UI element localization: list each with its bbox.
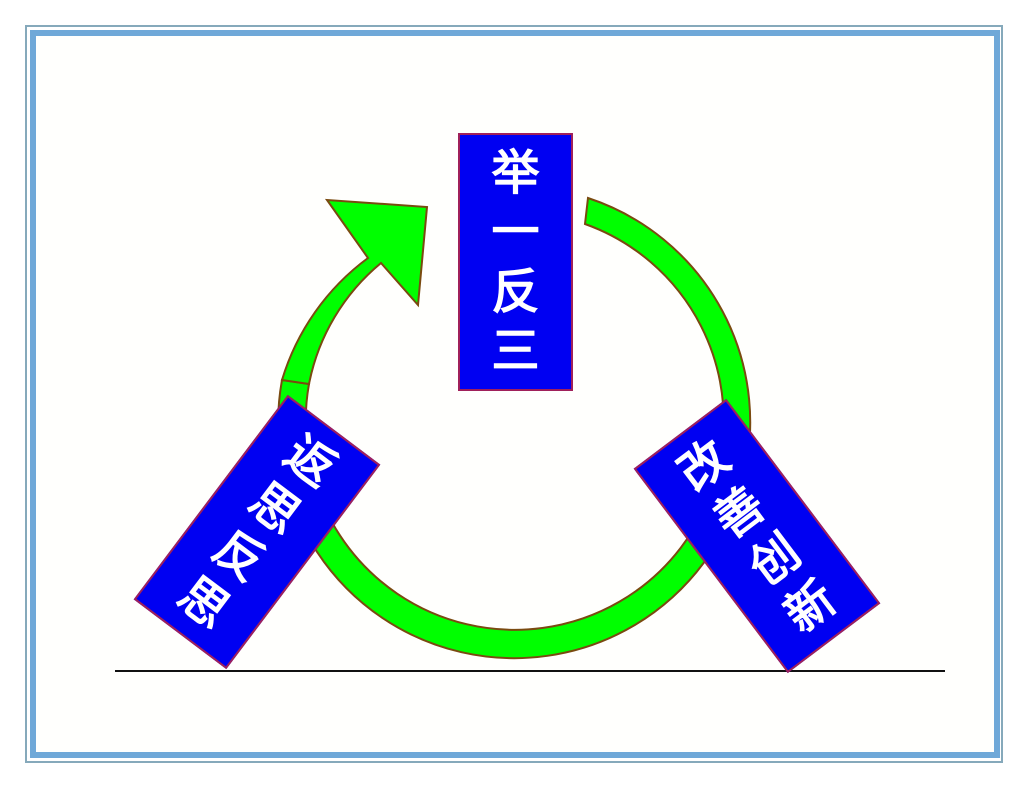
cycle-arrow-head [280, 198, 429, 386]
node-top-char: 举 [491, 144, 540, 201]
node-top-char: 反 [491, 263, 540, 320]
node-top-char: 一 [491, 204, 540, 261]
outer-frame [25, 25, 1003, 763]
node-top-char: 三 [491, 323, 540, 380]
node-box-top: 举 一 反 三 [458, 133, 573, 391]
baseline-rule [115, 670, 945, 672]
